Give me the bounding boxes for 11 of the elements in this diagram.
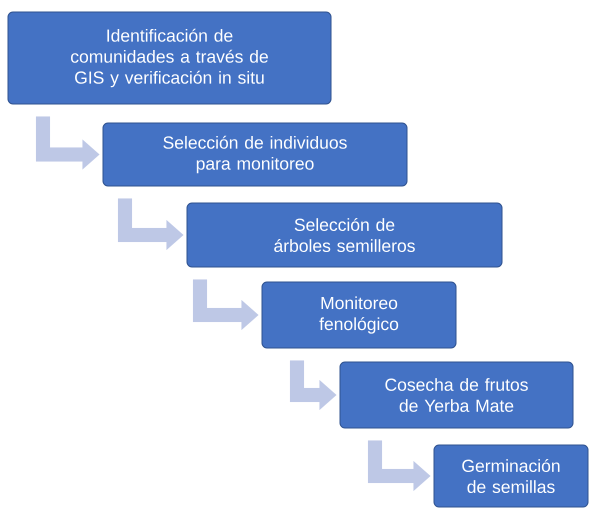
- bent-arrow: [118, 198, 184, 250]
- process-box: Selección de individuos para monitoreo: [102, 122, 408, 186]
- process-box: Cosecha de frutos de Yerba Mate: [340, 362, 574, 428]
- process-box: Identificación de comunidades a través de GIS y verificación in situ: [8, 12, 332, 104]
- bent-arrow: [192, 279, 259, 330]
- process-box: Selección de árboles semilleros: [186, 202, 502, 268]
- bent-arrow: [368, 440, 431, 492]
- process-box: Monitoreo fenológico: [262, 282, 456, 348]
- process-box: Germinación de semillas: [434, 444, 588, 508]
- bent-arrow: [36, 116, 100, 170]
- bent-arrow: [290, 360, 337, 410]
